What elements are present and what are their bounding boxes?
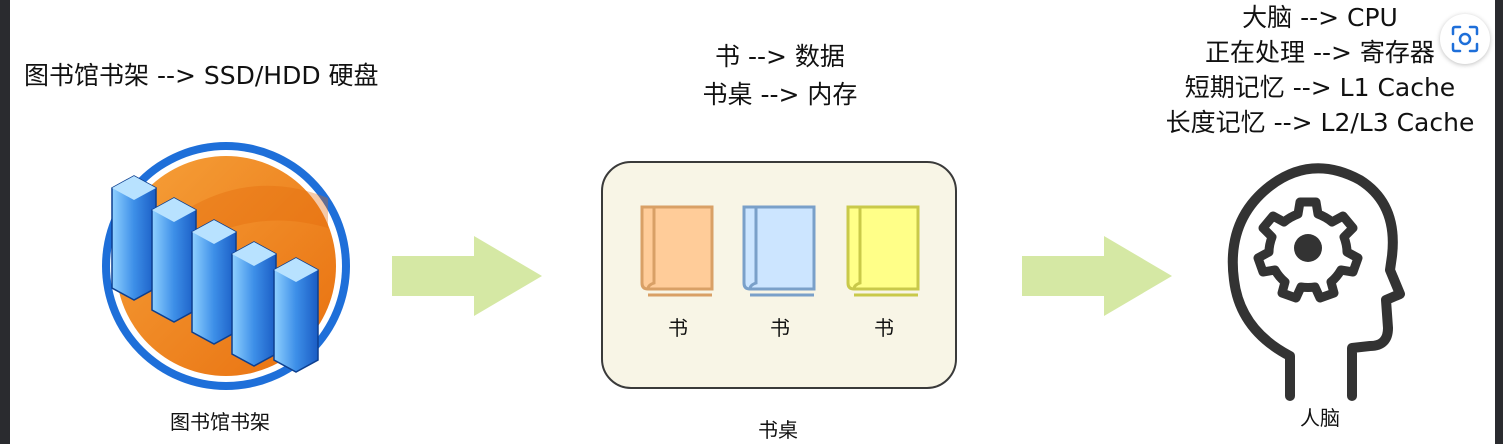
brain-caption: 人脑	[1300, 406, 1340, 430]
book-label: 书	[770, 316, 790, 340]
library-heading: 图书馆书架 --> SSD/HDD 硬盘	[24, 61, 379, 90]
arrow-desk-to-brain	[1022, 236, 1172, 316]
brain-line-l1: 短期记忆 --> L1 Cache	[1184, 73, 1456, 102]
left-window-edge	[0, 0, 10, 444]
arrow-library-to-desk	[392, 236, 542, 316]
head-gear-icon	[1227, 163, 1405, 401]
brain-line-register: 正在处理 --> 寄存器	[1205, 38, 1435, 67]
desk-line-memory: 书桌 --> 内存	[702, 80, 858, 109]
book-icon	[742, 205, 816, 297]
brain-mapping-text: 大脑 --> CPU 正在处理 --> 寄存器 短期记忆 --> L1 Cach…	[1110, 0, 1503, 140]
brain-line-cpu: 大脑 --> CPU	[1242, 3, 1398, 32]
book-label: 书	[874, 316, 894, 340]
book-icon	[640, 205, 714, 297]
right-window-edge	[1495, 0, 1503, 444]
scan-lens-icon	[1451, 25, 1479, 53]
book-icon	[846, 205, 920, 297]
brain-line-l2l3: 长度记忆 --> L2/L3 Cache	[1165, 108, 1475, 137]
desk-line-data: 书 --> 数据	[715, 42, 845, 71]
desk-mapping-text: 书 --> 数据 书桌 --> 内存	[660, 38, 900, 114]
server-rack-disk-icon	[102, 142, 350, 390]
library-caption: 图书馆书架	[170, 410, 270, 434]
book-label: 书	[668, 316, 688, 340]
desk-caption: 书桌	[758, 418, 798, 442]
scan-button[interactable]	[1440, 14, 1490, 64]
